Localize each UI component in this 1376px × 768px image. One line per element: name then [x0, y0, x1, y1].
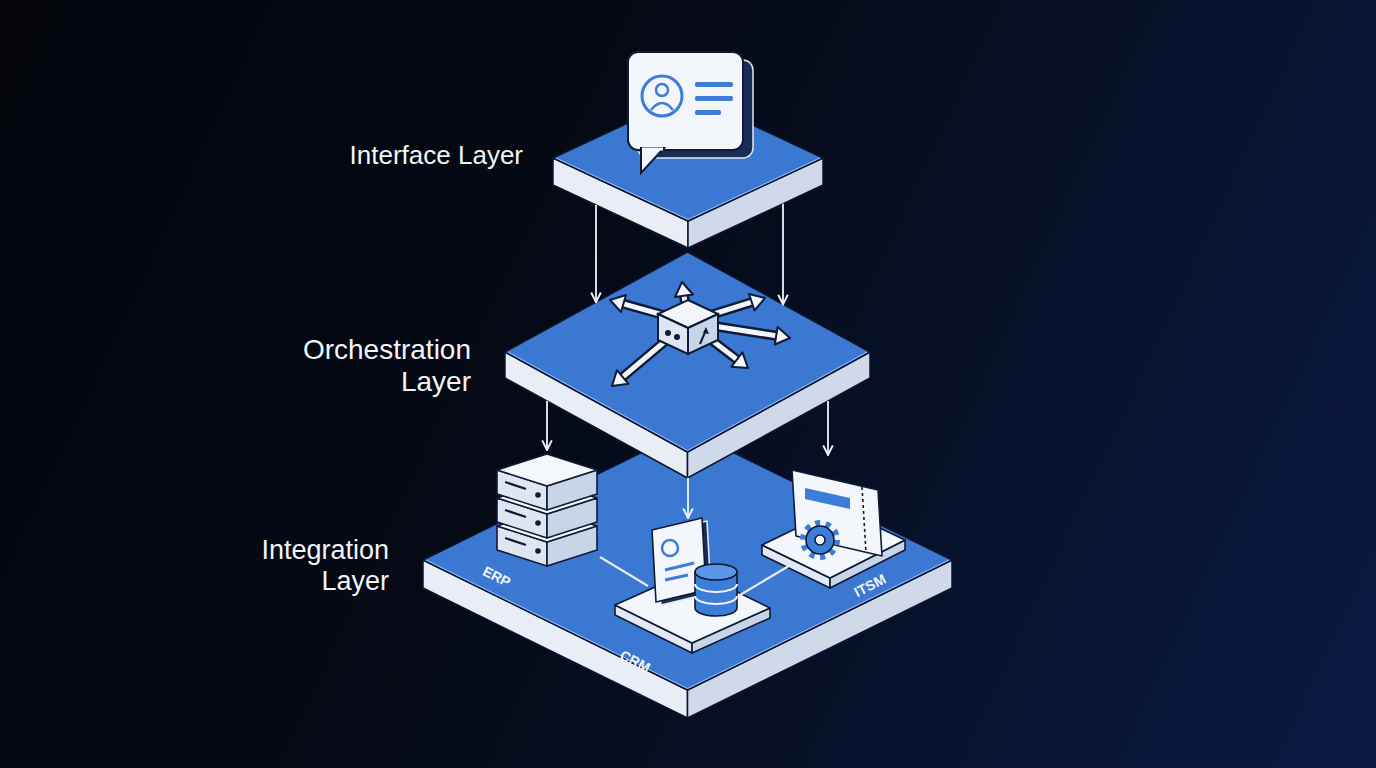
system-node: CRM — [648, 518, 740, 668]
system-node: ERP — [480, 450, 600, 590]
text-bar — [695, 82, 733, 87]
flow-arrow — [546, 401, 548, 450]
slab-shape — [553, 95, 823, 248]
avatar-head — [656, 84, 668, 96]
slab-rim — [508, 352, 867, 451]
layer-slab: Interface Layer — [553, 95, 823, 248]
slab-rim — [556, 158, 820, 220]
layer-label: Integration Layer — [219, 535, 389, 597]
server-led — [536, 493, 540, 497]
flow-arrow — [782, 204, 784, 305]
flow-arrow — [595, 205, 597, 302]
slab-shape — [505, 252, 870, 478]
system-node: ITSM — [790, 455, 910, 600]
slab-top — [423, 430, 952, 690]
slab-top — [505, 252, 870, 452]
server-slot — [505, 482, 526, 489]
layer-slab: Orchestration Layer — [505, 252, 870, 478]
slab-rim — [426, 560, 949, 689]
slab-top — [553, 95, 823, 221]
system-label: ITSM — [851, 571, 888, 600]
system-label: ERP — [480, 563, 513, 590]
layer-label: Interface Layer — [283, 140, 523, 170]
flow-arrow — [827, 401, 829, 455]
layer-label: Orchestration Layer — [261, 334, 471, 398]
